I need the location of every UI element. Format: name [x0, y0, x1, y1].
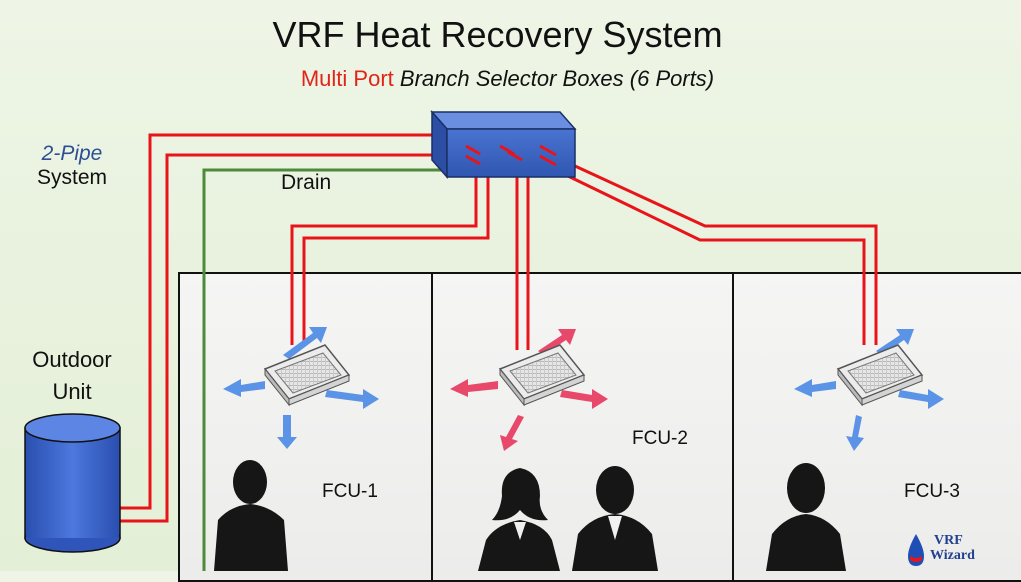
- fcu-3-label: FCU-3: [904, 481, 960, 502]
- cassette-fcu-icon: [794, 329, 944, 451]
- page-title: VRF Heat Recovery System: [272, 14, 723, 55]
- refrigerant-pipes: [120, 133, 878, 523]
- subtitle-highlight: Multi Port: [300, 66, 394, 91]
- drain-label: Drain: [281, 171, 332, 194]
- fcu-1-label: FCU-1: [322, 481, 378, 502]
- cassette-fcu-icon: [223, 327, 379, 449]
- logo-line1: VRF: [934, 533, 963, 548]
- vrf-wizard-logo-icon: [908, 534, 924, 566]
- pipe-system-label: 2-Pipe System: [26, 142, 118, 190]
- cassette-fcu-icon: [450, 329, 608, 451]
- shirt-collar: [514, 516, 622, 540]
- outdoor-unit-icon: [24, 413, 121, 553]
- pipe-label-line1: 2-Pipe: [41, 142, 103, 165]
- page-subtitle: Multi Port Branch Selector Boxes (6 Port…: [0, 66, 1015, 92]
- person-silhouette-icon: [214, 460, 846, 571]
- logo-line2: Wizard: [930, 548, 975, 563]
- pipe-label-line2: System: [36, 166, 107, 189]
- subtitle-rest: Branch Selector Boxes (6 Ports): [399, 66, 715, 91]
- branch-selector-box-icon: [430, 110, 577, 179]
- fcu-2-label: FCU-2: [632, 428, 688, 449]
- outdoor-unit-label: Outdoor Unit: [14, 344, 130, 408]
- outdoor-label-line1: Outdoor: [32, 347, 112, 372]
- outdoor-label-line2: Unit: [52, 379, 92, 404]
- vrf-wizard-logo-text: VRF Wizard: [930, 533, 975, 563]
